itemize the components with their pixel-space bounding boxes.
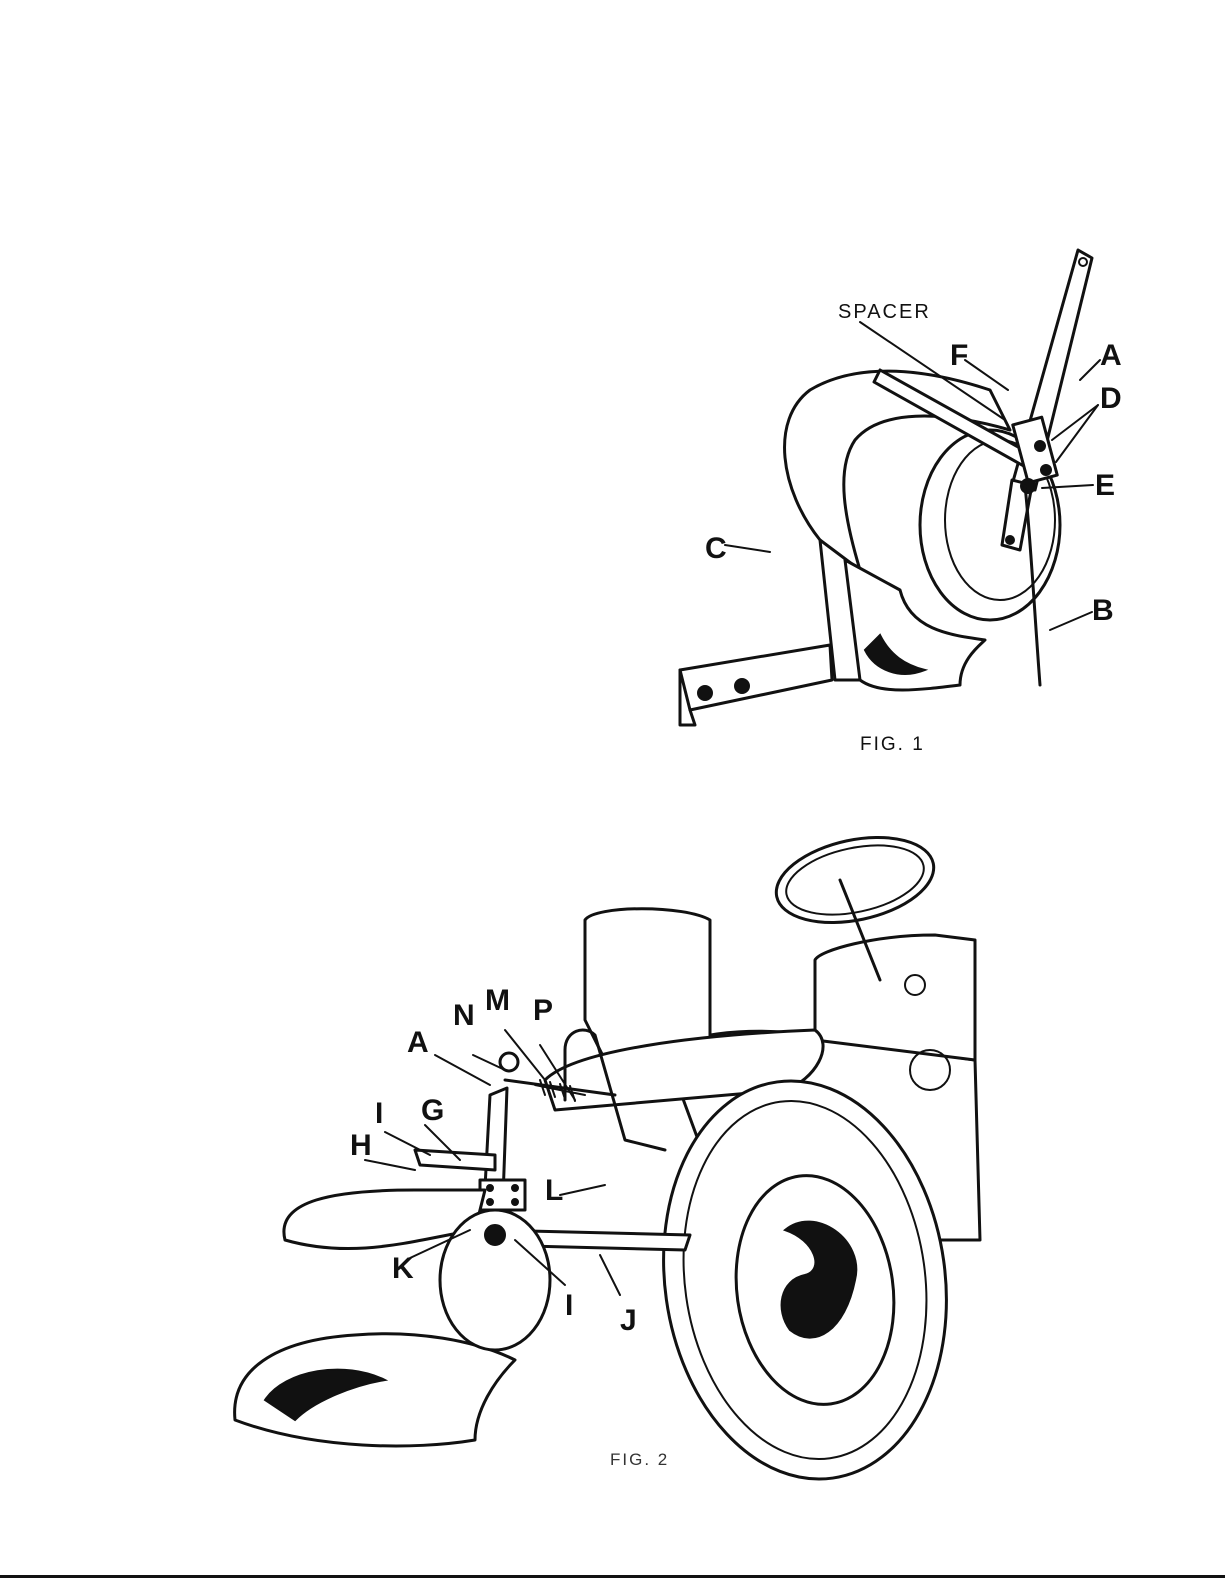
callout-a: A [1100, 339, 1122, 372]
callout-i-top: I [375, 1097, 383, 1130]
callout-j: J [620, 1304, 637, 1337]
callout-m: M [485, 984, 510, 1017]
callout-e: E [1095, 469, 1115, 502]
callout-g: G [421, 1094, 444, 1127]
figure-2-drawing: A N M P I G H L K I J FIG. 2 [215, 810, 995, 1470]
callout-l: L [545, 1174, 563, 1207]
callout-f: F [950, 339, 968, 372]
callout-p: P [533, 994, 553, 1027]
figure-2-caption: FIG. 2 [610, 1450, 669, 1469]
page-bottom-rule [0, 1575, 1225, 1578]
callout-a-fig2: A [407, 1026, 429, 1059]
callout-k: K [392, 1252, 414, 1285]
plow-beam [680, 645, 832, 725]
figure-1-caption: FIG. 1 [860, 734, 925, 755]
callout-b: B [1092, 594, 1114, 627]
callout-i-bottom: I [565, 1289, 573, 1322]
coulter-disc-2 [440, 1210, 550, 1350]
figure-1: SPACER F A D E C B FIG. 1 [660, 240, 1130, 760]
figure-1-drawing: SPACER F A D E C B FIG. 1 [660, 240, 1130, 760]
callout-n: N [453, 999, 475, 1032]
tractor-seat [545, 909, 823, 1110]
figure-2: A N M P I G H L K I J FIG. 2 [215, 810, 995, 1470]
callout-c: C [705, 532, 727, 565]
callout-d: D [1100, 382, 1122, 415]
callout-h: H [350, 1129, 372, 1162]
spacer-label: SPACER [838, 301, 931, 323]
